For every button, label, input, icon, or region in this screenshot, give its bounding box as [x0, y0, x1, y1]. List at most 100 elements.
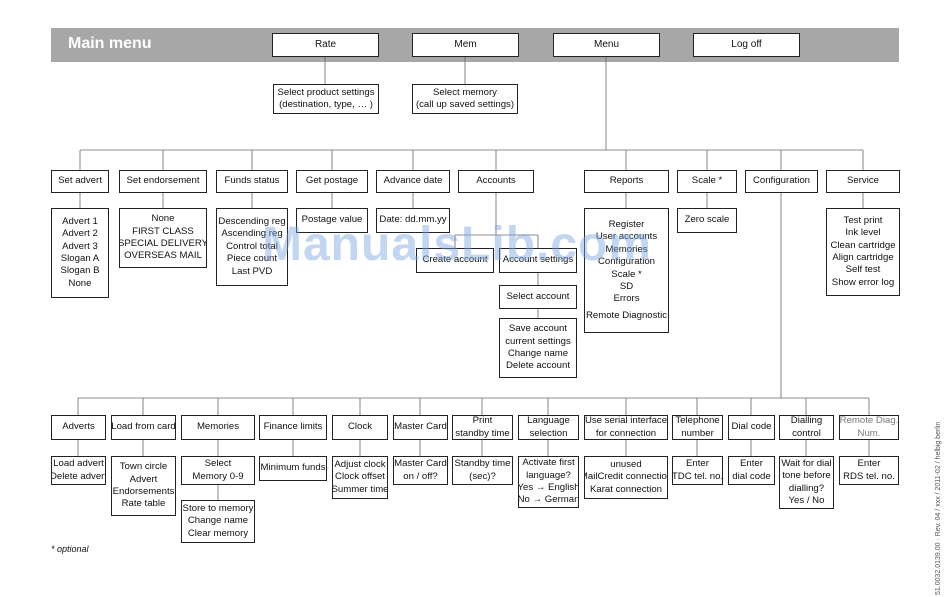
box-text-line: Slogan A: [60, 253, 100, 264]
box-text-line: Ascending reg: [221, 228, 283, 240]
box-text-line: Align cartridge: [832, 252, 894, 263]
accounts-box: Accounts: [458, 170, 534, 193]
box-text-line: Scale *: [691, 175, 723, 187]
master-card-box: Master Card: [393, 415, 448, 440]
select-account-box: Select account: [499, 285, 577, 309]
box-text-line: Configuration: [752, 175, 811, 187]
box-text-line: Configuration: [597, 256, 656, 268]
box-text-line: Karat connection: [590, 483, 662, 495]
configuration-box: Configuration: [745, 170, 818, 193]
box-text-line: Show error log: [831, 276, 895, 288]
mem-sub-box: Select memory(call up saved settings): [412, 84, 518, 114]
box-text-line: Menu: [593, 38, 619, 50]
box-text-line: Advert 1: [62, 215, 98, 227]
box-text-line: Clear memory: [187, 527, 249, 539]
box-text-line: Enter: [686, 458, 709, 470]
box-text-line: dial code: [732, 470, 771, 482]
load-from-card-box: Load from card: [111, 415, 176, 440]
box-text-line: Ink level: [845, 227, 881, 239]
box-text-line: Num.: [857, 427, 881, 439]
box-text-line: Enter: [857, 458, 881, 470]
box-text-line: Remote Diag.: [839, 415, 899, 427]
box-text-line: Clock offset: [335, 471, 385, 483]
box-text-line: current settings: [505, 335, 571, 347]
box-text-line: Rate: [314, 38, 337, 50]
rate-sub-box: Select product settings(destination, typ…: [273, 84, 379, 114]
box-text-line: Log off: [731, 38, 762, 50]
logoff-button[interactable]: Log off: [693, 33, 800, 57]
finance-limits-sub-box: Minimum funds: [259, 456, 327, 481]
box-text-line: unused: [610, 458, 642, 470]
remote-diag-box: Remote Diag.Num.: [839, 415, 899, 440]
create-account-box: Create account: [416, 248, 494, 273]
box-text-line: Select: [204, 458, 232, 470]
box-text-line: No → German: [518, 494, 579, 506]
box-text-line: Select product settings: [277, 86, 375, 98]
box-text-line: Set endorsement: [126, 175, 200, 187]
box-text-line: Scale *: [611, 268, 642, 280]
box-text-line: None: [151, 213, 175, 225]
menu-button[interactable]: Menu: [553, 33, 660, 57]
box-text-line: OVERSEAS MAIL: [124, 250, 202, 262]
scale-sub-box: Zero scale: [677, 208, 737, 233]
box-text-line: Clean cartridge: [830, 239, 896, 251]
box-text-line: Enter: [740, 458, 763, 470]
box-text-line: Select memory: [433, 86, 497, 98]
account-settings-box: Account settings: [499, 248, 577, 273]
box-text-line: Advert 3: [62, 240, 98, 252]
box-text-line: Master Card: [394, 458, 447, 470]
box-text-line: User accounts: [595, 231, 658, 243]
box-text-line: Master Card: [394, 421, 447, 433]
set-endorsement-box: Set endorsement: [119, 170, 207, 193]
box-text-line: (sec)?: [469, 470, 496, 482]
box-text-line: Adjust clock: [334, 458, 386, 470]
box-text-line: Save account: [508, 323, 568, 335]
box-text-line: None: [68, 277, 92, 289]
box-text-line: Mem: [454, 38, 477, 50]
box-text-line: Use serial interface: [584, 415, 668, 427]
box-text-line: Memories: [196, 421, 240, 433]
reports-box: Reports: [584, 170, 669, 193]
box-text-line: Yes / No: [788, 494, 825, 506]
box-text-line: Memories: [605, 243, 648, 255]
memories-box: Memories: [181, 415, 255, 440]
box-text-line: Print: [472, 415, 493, 427]
box-text-line: Piece count: [226, 253, 278, 265]
box-text-line: Rate table: [121, 498, 166, 510]
service-box: Service: [826, 170, 900, 193]
box-text-line: number: [681, 427, 714, 439]
mem-button[interactable]: Mem: [412, 33, 519, 57]
advance-date-box: Advance date: [376, 170, 450, 193]
box-text-line: Endorsements: [112, 486, 175, 497]
box-text-line: Change name: [187, 515, 249, 527]
box-text-line: Dialling: [790, 415, 823, 427]
box-text-line: Load advert: [53, 458, 104, 470]
box-text-line: Self test: [845, 264, 881, 276]
advance-date-sub-box: Date: dd.mm.yy: [376, 208, 450, 233]
box-text-line: Language: [527, 415, 570, 427]
rate-button[interactable]: Rate: [272, 33, 379, 57]
box-text-line: Funds status: [224, 175, 280, 187]
box-text-line: Clock: [348, 421, 372, 433]
box-text-line: selection: [529, 427, 568, 439]
box-text-line: Reports: [609, 175, 644, 187]
box-text-line: Change name: [507, 348, 569, 359]
box-text-line: SD: [619, 280, 634, 292]
box-text-line: (destination, type, … ): [279, 99, 373, 110]
